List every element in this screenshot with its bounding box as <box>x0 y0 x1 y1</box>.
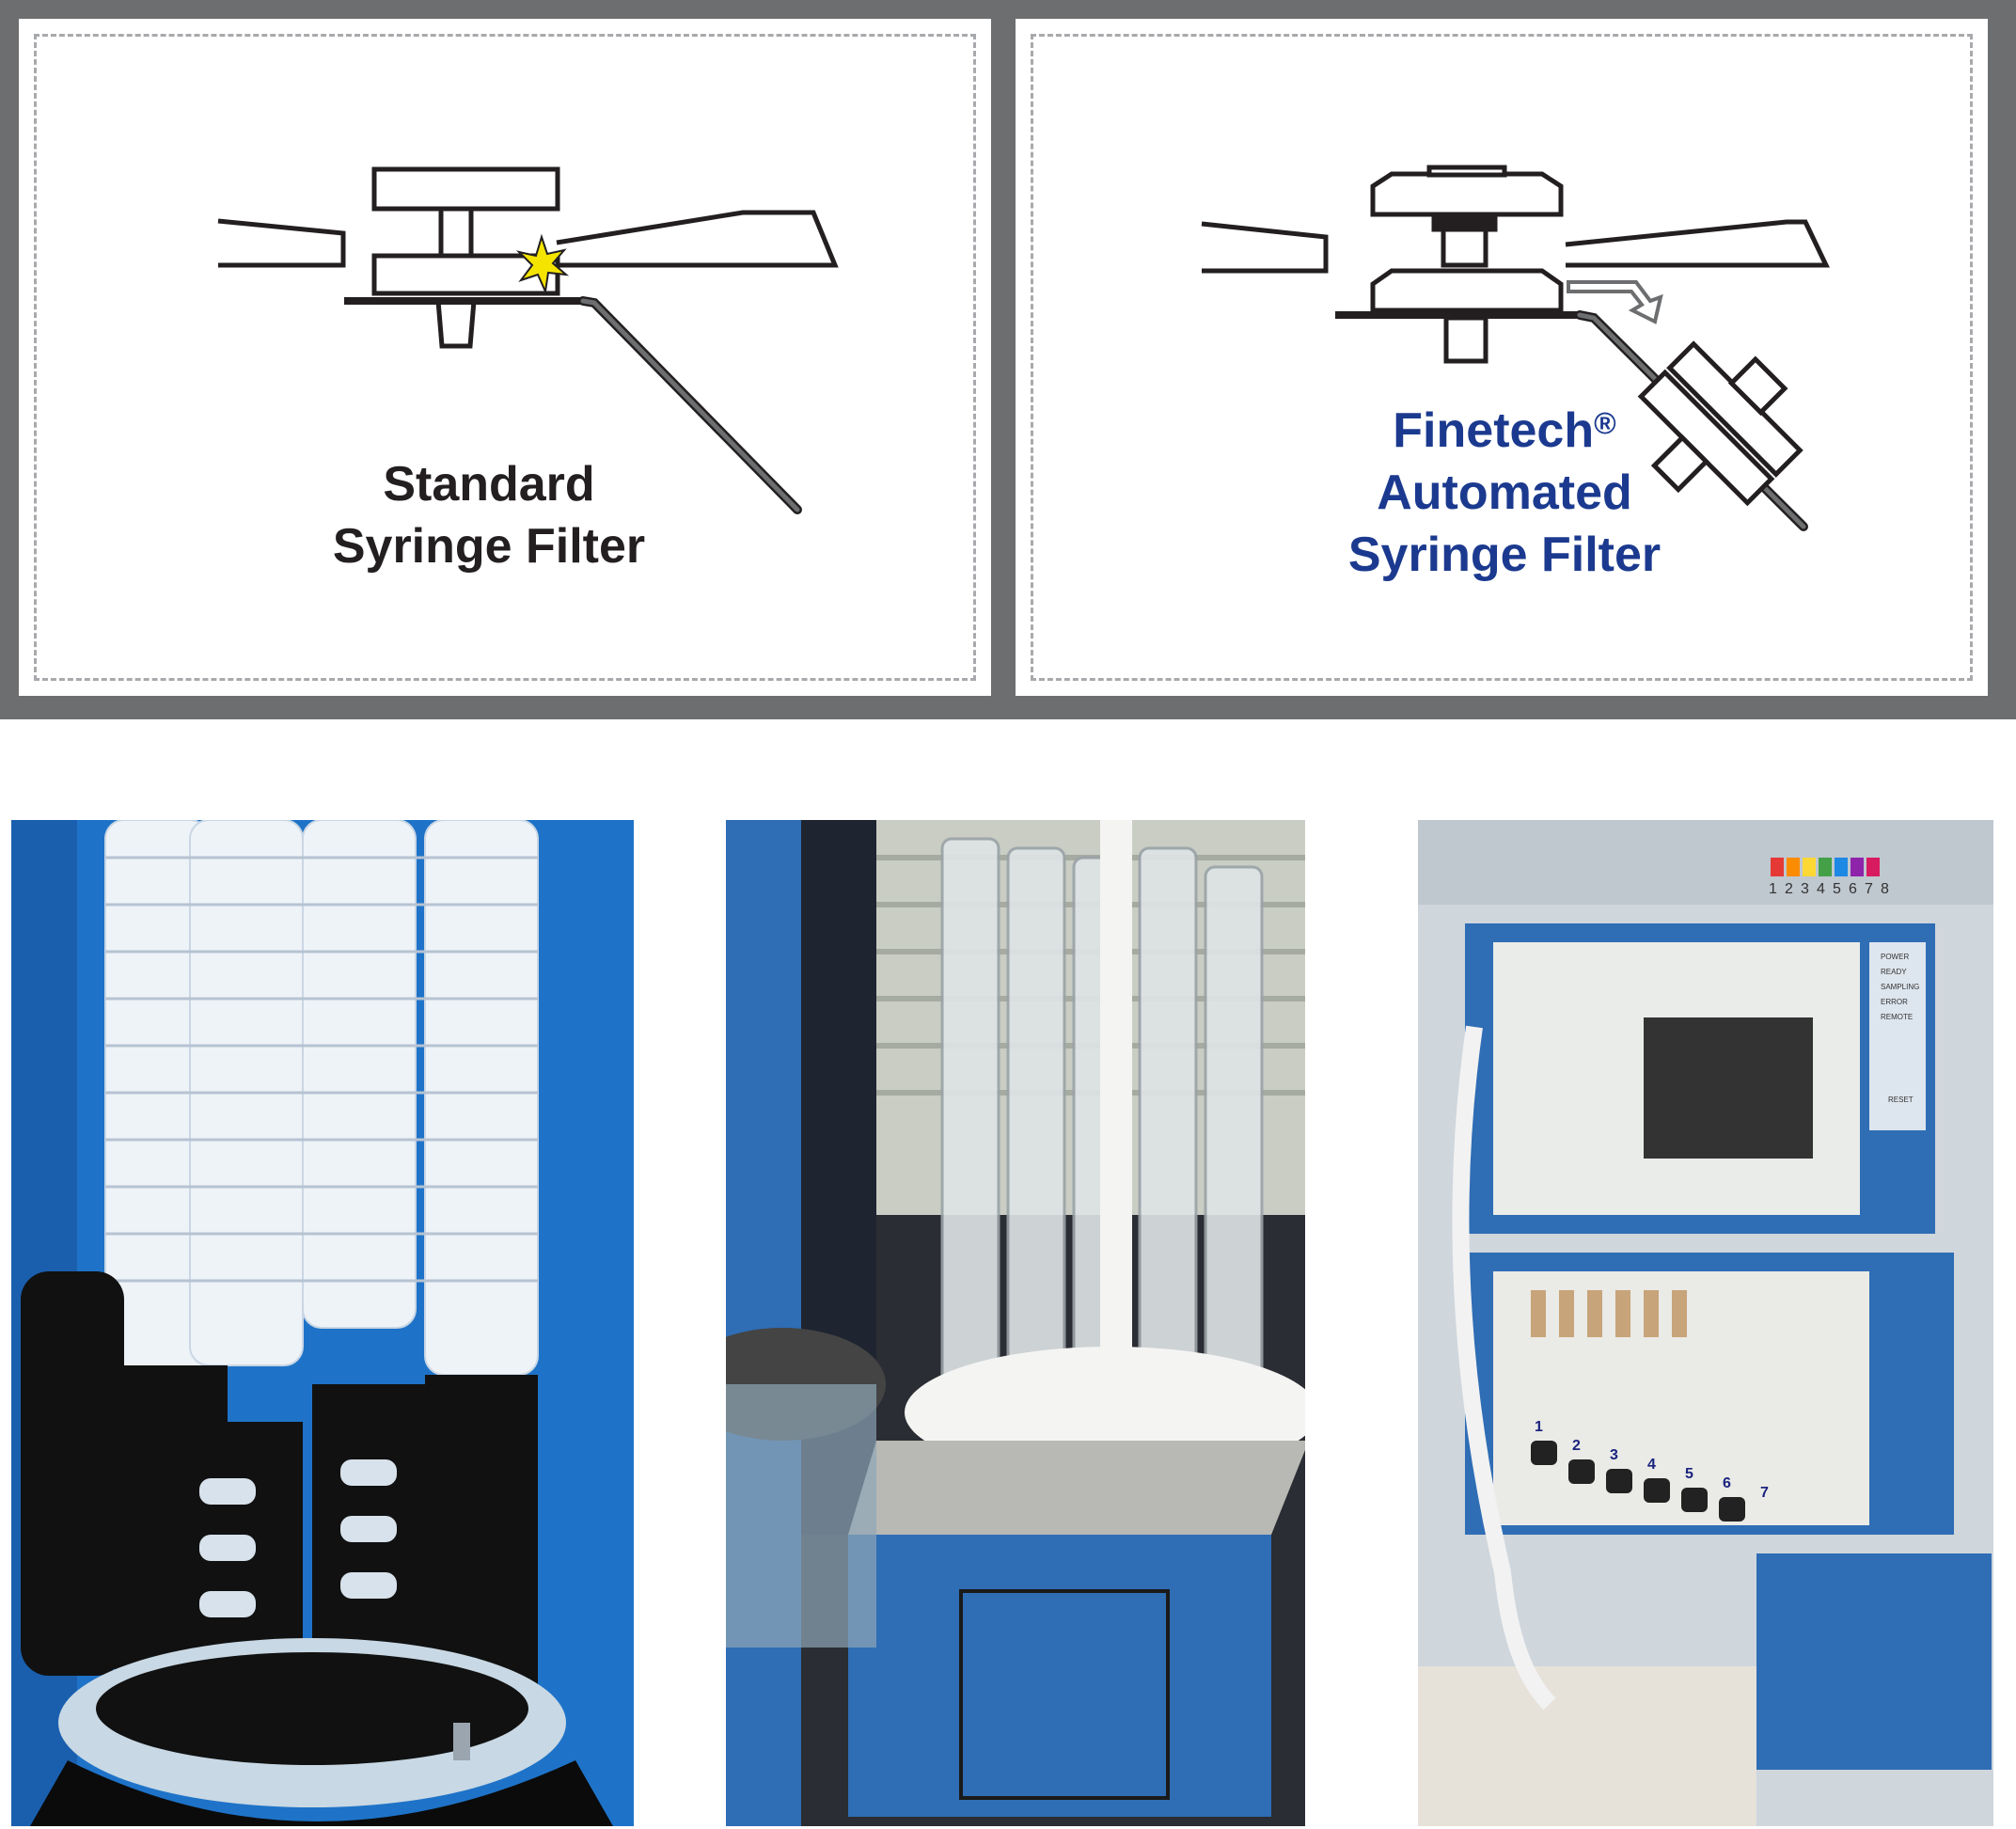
svg-text:8: 8 <box>1881 881 1889 897</box>
finetech-filter-panel: Finetech® Automated Syringe Filter <box>1016 19 1988 696</box>
label-brand-line: Finetech® <box>1260 400 1749 462</box>
standard-filter-label: Standard Syringe Filter <box>254 453 724 577</box>
label-line-2: Syringe Filter <box>332 519 646 574</box>
svg-text:3: 3 <box>1801 881 1809 897</box>
ejected-filter-drawing <box>1637 340 1803 507</box>
stacked-filters-image <box>11 820 634 1826</box>
svg-text:2: 2 <box>1785 881 1793 897</box>
svg-text:2: 2 <box>1572 1438 1581 1454</box>
standard-filter-diagram <box>217 166 839 514</box>
svg-text:3: 3 <box>1610 1447 1618 1463</box>
svg-text:5: 5 <box>1833 881 1841 897</box>
brand-name: Finetech <box>1393 403 1595 458</box>
dashed-border <box>34 34 976 681</box>
svg-text:7: 7 <box>1865 881 1873 897</box>
svg-text:REMOTE: REMOTE <box>1881 1013 1913 1021</box>
photo-stacked-filters <box>11 820 634 1826</box>
svg-text:1: 1 <box>1769 881 1777 897</box>
svg-text:7: 7 <box>1760 1485 1769 1501</box>
svg-text:4: 4 <box>1647 1457 1656 1473</box>
photo-filter-carousel <box>726 820 1305 1826</box>
svg-text:6: 6 <box>1723 1475 1731 1491</box>
svg-text:READY: READY <box>1881 968 1907 976</box>
svg-text:1: 1 <box>1535 1419 1543 1435</box>
label-line-1: Standard <box>383 457 595 512</box>
svg-text:ERROR: ERROR <box>1881 998 1908 1006</box>
svg-text:POWER: POWER <box>1881 953 1909 961</box>
svg-text:5: 5 <box>1685 1466 1693 1482</box>
svg-text:SAMPLING: SAMPLING <box>1881 983 1919 991</box>
svg-text:RESET: RESET <box>1888 1096 1914 1104</box>
finetech-filter-diagram <box>1201 165 1830 531</box>
comparison-frame: Standard Syringe Filter <box>0 0 2016 719</box>
label-line-3: Syringe Filter <box>1347 528 1662 582</box>
label-line-2: Automated <box>1377 465 1632 520</box>
filter-drawing <box>1201 165 1830 364</box>
svg-text:6: 6 <box>1849 881 1857 897</box>
registered-mark: ® <box>1594 406 1616 440</box>
standard-filter-panel: Standard Syringe Filter <box>19 19 991 696</box>
svg-text:4: 4 <box>1817 881 1825 897</box>
filter-carousel-image <box>726 820 1305 1826</box>
finetech-filter-label: Finetech® Automated Syringe Filter <box>1260 400 1749 586</box>
port-numbers: 1 2 3 4 5 6 7 <box>1535 1419 1769 1501</box>
status-labels: POWER READY SAMPLING ERROR REMOTE RESET <box>1881 953 1919 1104</box>
jam-spark-icon <box>515 233 570 295</box>
dashed-border <box>1031 34 1973 681</box>
